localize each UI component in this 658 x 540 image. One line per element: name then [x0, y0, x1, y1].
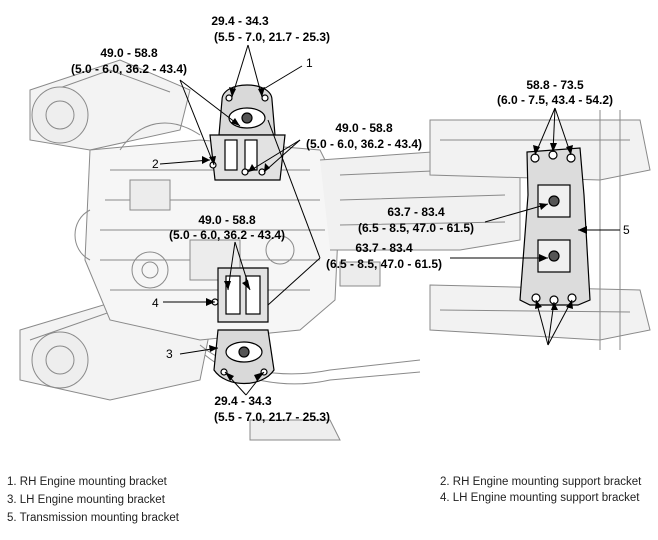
legend-item-1: 1. RH Engine mounting bracket [7, 476, 167, 488]
callout-3: 3 [166, 347, 173, 361]
torque-mid-right-value: 49.0 - 58.8 [335, 121, 393, 135]
callout-1: 1 [306, 56, 313, 70]
lh-support-bracket [211, 267, 269, 323]
engine-mount-diagram: 29.4 - 34.3 (5.5 - 7.0, 21.7 - 25.3) 49.… [19, 14, 651, 441]
torque-center-lower-value: 63.7 - 83.4 [355, 241, 413, 255]
legend-item-3: 3. LH Engine mounting bracket [7, 494, 165, 506]
callout-2: 2 [152, 157, 159, 171]
torque-labels: 29.4 - 34.3 (5.5 - 7.0, 21.7 - 25.3) 49.… [71, 14, 613, 424]
legend-item-5: 5. Transmission mounting bracket [7, 512, 179, 524]
torque-mid-left-value: 49.0 - 58.8 [198, 213, 256, 227]
callout-5: 5 [623, 223, 630, 237]
torque-top-conv: (5.5 - 7.0, 21.7 - 25.3) [214, 30, 330, 44]
torque-trans-conv: (6.0 - 7.5, 43.4 - 54.2) [497, 93, 613, 107]
torque-mid-right-conv: (5.0 - 6.0, 36.2 - 43.4) [306, 137, 422, 151]
transmission-mount [519, 147, 591, 306]
torque-trans-value: 58.8 - 73.5 [526, 78, 584, 92]
torque-center-lower-conv: (6.5 - 8.5, 47.0 - 61.5) [326, 257, 442, 271]
torque-mid-left-conv: (5.0 - 6.0, 36.2 - 43.4) [169, 228, 285, 242]
lh-engine-mount [213, 329, 275, 384]
torque-top-value: 29.4 - 34.3 [211, 14, 269, 28]
torque-center-upper-conv: (6.5 - 8.5, 47.0 - 61.5) [358, 221, 474, 235]
rh-engine-mount [218, 84, 276, 136]
engine-background-art [19, 59, 651, 441]
callout-4: 4 [152, 296, 159, 310]
arrow-heads [202, 87, 587, 381]
torque-bottom-conv: (5.5 - 7.0, 21.7 - 25.3) [214, 410, 330, 424]
torque-center-upper-value: 63.7 - 83.4 [387, 205, 445, 219]
rh-support-bracket [209, 134, 286, 181]
legend: 1. RH Engine mounting bracket 2. RH Engi… [0, 470, 658, 540]
torque-upper-left-conv: (5.0 - 6.0, 36.2 - 43.4) [71, 62, 187, 76]
torque-upper-left-value: 49.0 - 58.8 [100, 46, 158, 60]
callout-numbers: 1 2 3 4 5 [152, 56, 630, 361]
torque-bottom-value: 29.4 - 34.3 [214, 394, 272, 408]
legend-item-2: 2. RH Engine mounting support bracket [440, 476, 642, 488]
legend-item-4: 4. LH Engine mounting support bracket [440, 492, 640, 504]
